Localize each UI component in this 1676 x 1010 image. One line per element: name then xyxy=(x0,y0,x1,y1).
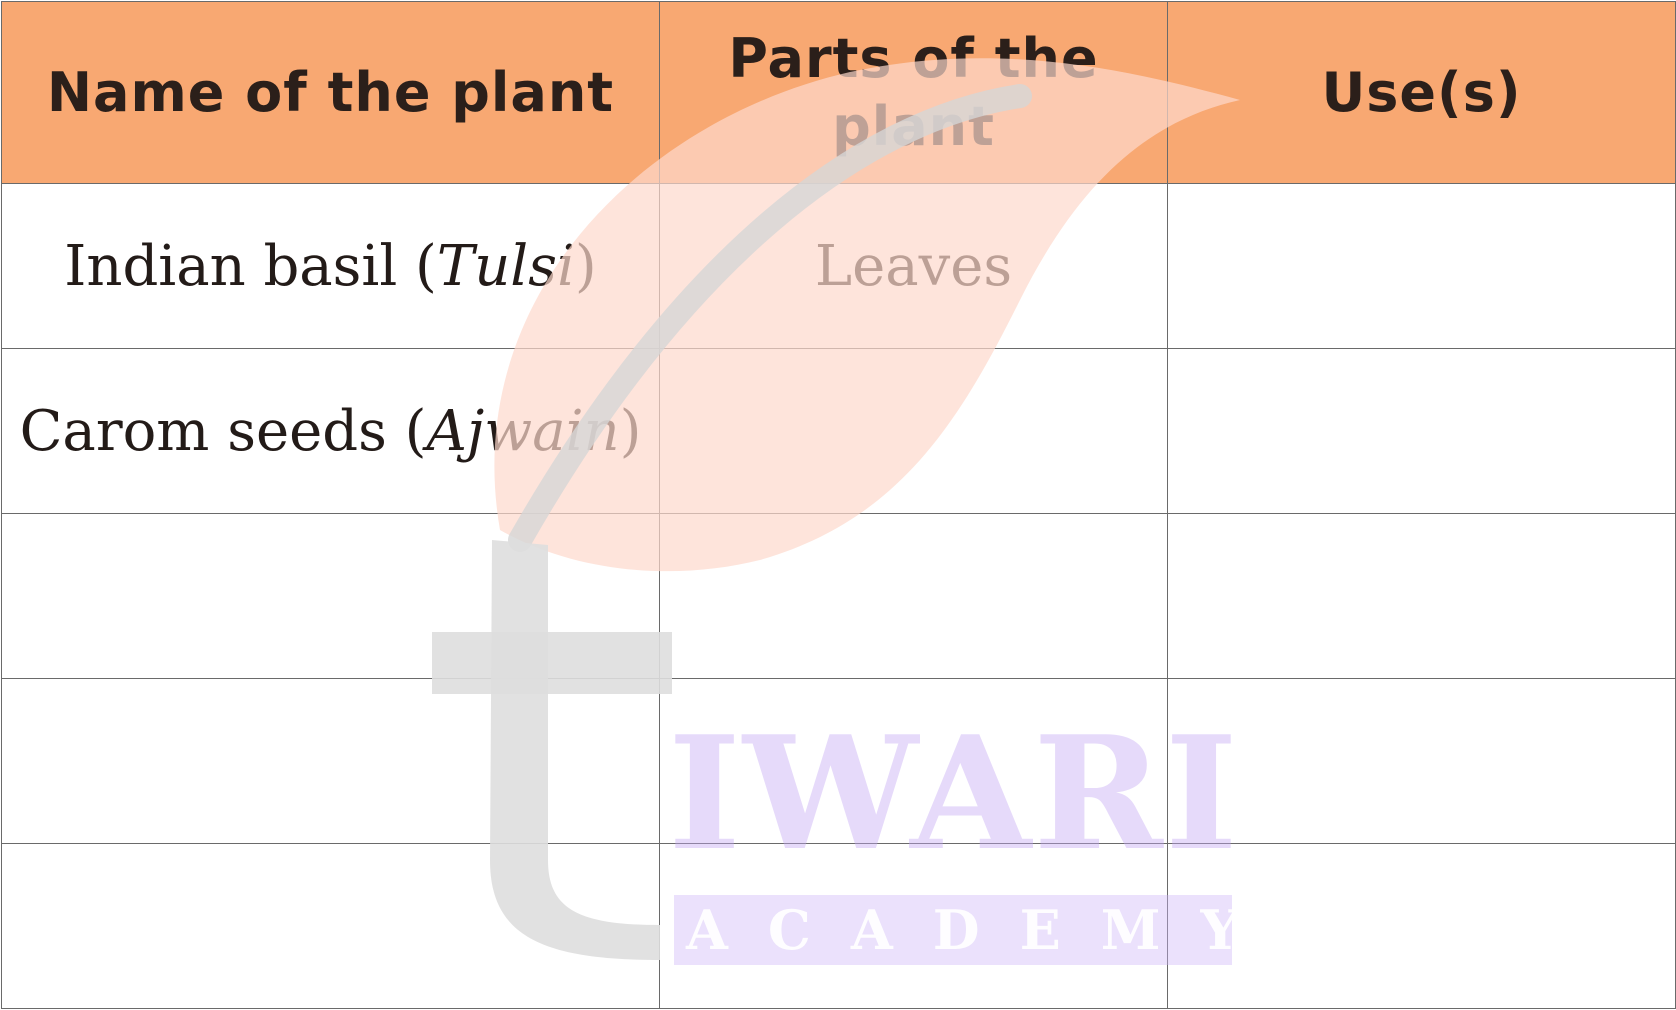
cell-plant-part: Leaves xyxy=(659,183,1168,349)
table-row xyxy=(1,513,1676,679)
header-plant-parts: Parts of the plant xyxy=(659,1,1168,184)
plant-name-close: ) xyxy=(619,398,642,464)
cell-plant-name xyxy=(1,678,660,844)
cell-plant-use xyxy=(1167,678,1676,844)
cell-plant-name xyxy=(1,513,660,679)
table-row: Indian basil (Tulsi) Leaves xyxy=(1,183,1676,349)
cell-plant-part xyxy=(659,348,1168,514)
cell-plant-part xyxy=(659,513,1168,679)
cell-plant-name xyxy=(1,843,660,1009)
header-uses: Use(s) xyxy=(1167,1,1676,184)
plant-name-close: ) xyxy=(574,233,597,299)
table-header-row: Name of the plant Parts of the plant Use… xyxy=(1,1,1676,184)
cell-plant-use xyxy=(1167,348,1676,514)
plant-local-name: Tulsi xyxy=(436,233,575,299)
table-row: Carom seeds (Ajwain) xyxy=(1,348,1676,514)
plant-name-text: Carom seeds ( xyxy=(19,398,427,464)
table-row xyxy=(1,678,1676,844)
cell-plant-use xyxy=(1167,183,1676,349)
cell-plant-use xyxy=(1167,843,1676,1009)
cell-plant-name: Indian basil (Tulsi) xyxy=(1,183,660,349)
cell-plant-use xyxy=(1167,513,1676,679)
header-plant-name: Name of the plant xyxy=(1,1,660,184)
plant-name-text: Indian basil ( xyxy=(64,233,437,299)
cell-plant-part xyxy=(659,678,1168,844)
cell-plant-part xyxy=(659,843,1168,1009)
cell-plant-name: Carom seeds (Ajwain) xyxy=(1,348,660,514)
table-row xyxy=(1,843,1676,1009)
plant-local-name: Ajwain xyxy=(426,398,620,464)
